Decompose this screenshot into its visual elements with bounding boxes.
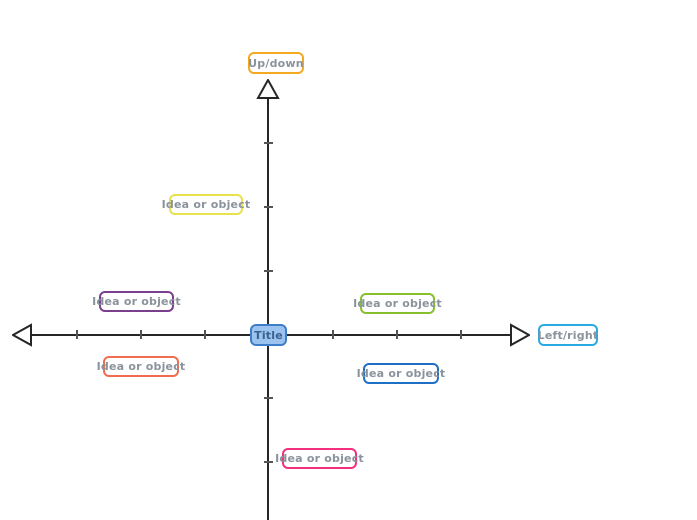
axis-tick	[264, 142, 273, 144]
axis-label-up-down[interactable]: Up/down	[248, 52, 304, 74]
arrow-up-icon	[256, 79, 280, 99]
idea-node-yellow[interactable]: Idea or object	[162, 194, 250, 215]
idea-node-blue[interactable]: Idea or object	[357, 363, 445, 384]
idea-node-green[interactable]: Idea or object	[353, 293, 442, 314]
arrow-right-icon	[510, 323, 530, 347]
axis-tick	[264, 397, 273, 399]
idea-node-pink[interactable]: Idea or object	[275, 448, 364, 469]
vertical-axis-line	[267, 80, 269, 520]
axis-tick	[396, 330, 398, 339]
axis-tick	[76, 330, 78, 339]
axis-tick	[204, 330, 206, 339]
axis-tick	[460, 330, 462, 339]
idea-node-orange[interactable]: Idea or object	[97, 356, 185, 377]
axis-tick	[264, 206, 273, 208]
idea-node-purple[interactable]: Idea or object	[92, 291, 181, 312]
axis-tick	[264, 270, 273, 272]
axis-tick	[332, 330, 334, 339]
title-node[interactable]: Title	[250, 324, 287, 346]
axis-tick	[264, 461, 273, 463]
axis-tick	[140, 330, 142, 339]
arrow-left-icon	[12, 323, 32, 347]
axis-label-left-right[interactable]: Left/right	[538, 324, 598, 346]
